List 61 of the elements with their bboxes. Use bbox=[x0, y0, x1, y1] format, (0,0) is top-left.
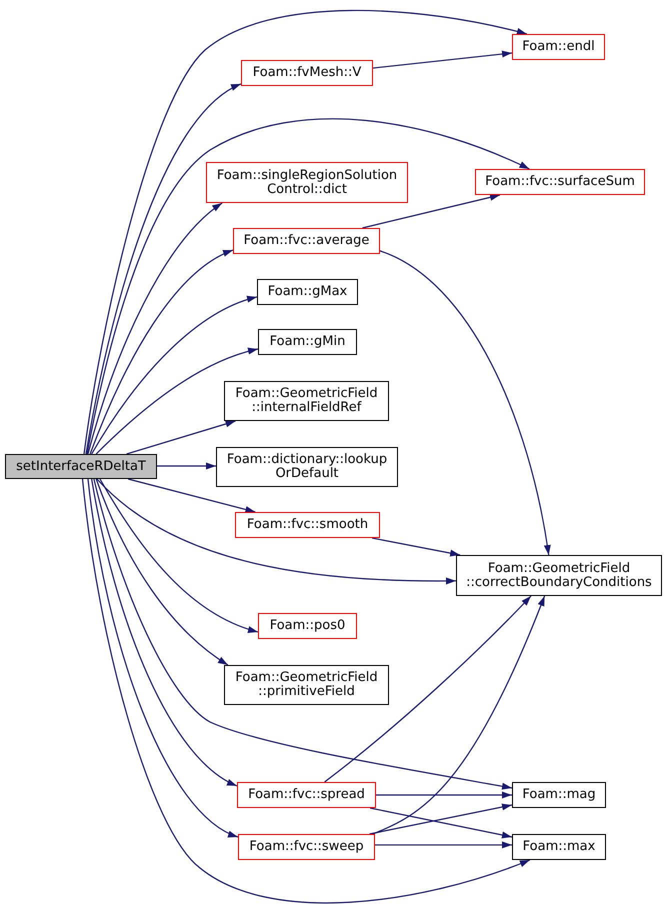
function-box bbox=[512, 834, 606, 860]
function-box bbox=[235, 512, 380, 538]
function-name: Foam::fvc::smooth bbox=[246, 518, 368, 532]
call-arrow bbox=[93, 478, 512, 790]
function-box bbox=[456, 555, 662, 596]
function-name: Foam::singleRegionSolution Control::dict bbox=[216, 168, 398, 196]
call-arrow bbox=[96, 478, 456, 584]
function-name: Foam::endl bbox=[522, 40, 595, 54]
function-box bbox=[258, 329, 357, 355]
function-box bbox=[475, 169, 645, 195]
call-arrow bbox=[82, 478, 530, 904]
function-name: Foam::fvc::spread bbox=[248, 788, 365, 802]
highlighted-function-box bbox=[5, 454, 157, 479]
function-name: Foam::mag bbox=[522, 788, 596, 802]
function-name: Foam::GeometricField ::internalFieldRef bbox=[234, 387, 379, 415]
call-arrow bbox=[380, 250, 551, 556]
call-arrow bbox=[126, 420, 236, 455]
call-arrow bbox=[324, 596, 532, 782]
function-box bbox=[512, 782, 606, 808]
function-name: Foam::fvMesh::V bbox=[252, 66, 362, 80]
function-name: Foam::gMin bbox=[270, 335, 346, 349]
function-name: Foam::fvc::surfaceSum bbox=[485, 175, 635, 189]
function-name: setInterfaceRDeltaT bbox=[16, 460, 146, 474]
call-arrow bbox=[99, 478, 258, 633]
function-box bbox=[258, 613, 357, 639]
call-arrow bbox=[372, 596, 546, 835]
function-name: Foam::fvc::average bbox=[244, 234, 370, 248]
function-box bbox=[237, 782, 376, 808]
call-arrow bbox=[128, 478, 256, 513]
function-box bbox=[216, 447, 398, 487]
function-box bbox=[238, 834, 375, 860]
call-arrow bbox=[96, 348, 258, 454]
function-name: Foam::GeometricField ::correctBoundaryConditions bbox=[465, 562, 653, 590]
call-arrow bbox=[372, 50, 512, 69]
function-box bbox=[206, 162, 408, 203]
call-arrow bbox=[362, 194, 500, 229]
function-box bbox=[257, 279, 358, 305]
call-arrow bbox=[86, 118, 530, 454]
function-box bbox=[224, 381, 389, 421]
function-name: Foam::max bbox=[522, 840, 596, 854]
call-arrow bbox=[83, 10, 528, 454]
call-arrow bbox=[91, 478, 238, 786]
call-arrow bbox=[372, 537, 460, 557]
function-name: Foam::fvc::sweep bbox=[249, 840, 364, 854]
function-name: Foam::gMax bbox=[268, 285, 348, 299]
function-box bbox=[233, 228, 380, 254]
call-arrow bbox=[85, 83, 242, 454]
function-name: Foam::dictionary::lookup OrDefault bbox=[226, 453, 388, 481]
function-name: Foam::GeometricField ::primitiveField bbox=[234, 671, 379, 699]
call-arrow bbox=[157, 462, 216, 470]
call-arrow bbox=[376, 792, 512, 798]
function-box bbox=[512, 34, 605, 60]
function-box bbox=[241, 60, 373, 86]
call-arrow bbox=[96, 478, 228, 666]
call-arrow bbox=[87, 202, 223, 454]
call-arrow bbox=[90, 250, 234, 454]
call-arrow bbox=[91, 296, 258, 454]
call-arrow bbox=[375, 841, 512, 848]
function-box bbox=[224, 665, 389, 705]
function-name: Foam::pos0 bbox=[270, 619, 346, 633]
call-arrow bbox=[87, 478, 238, 838]
